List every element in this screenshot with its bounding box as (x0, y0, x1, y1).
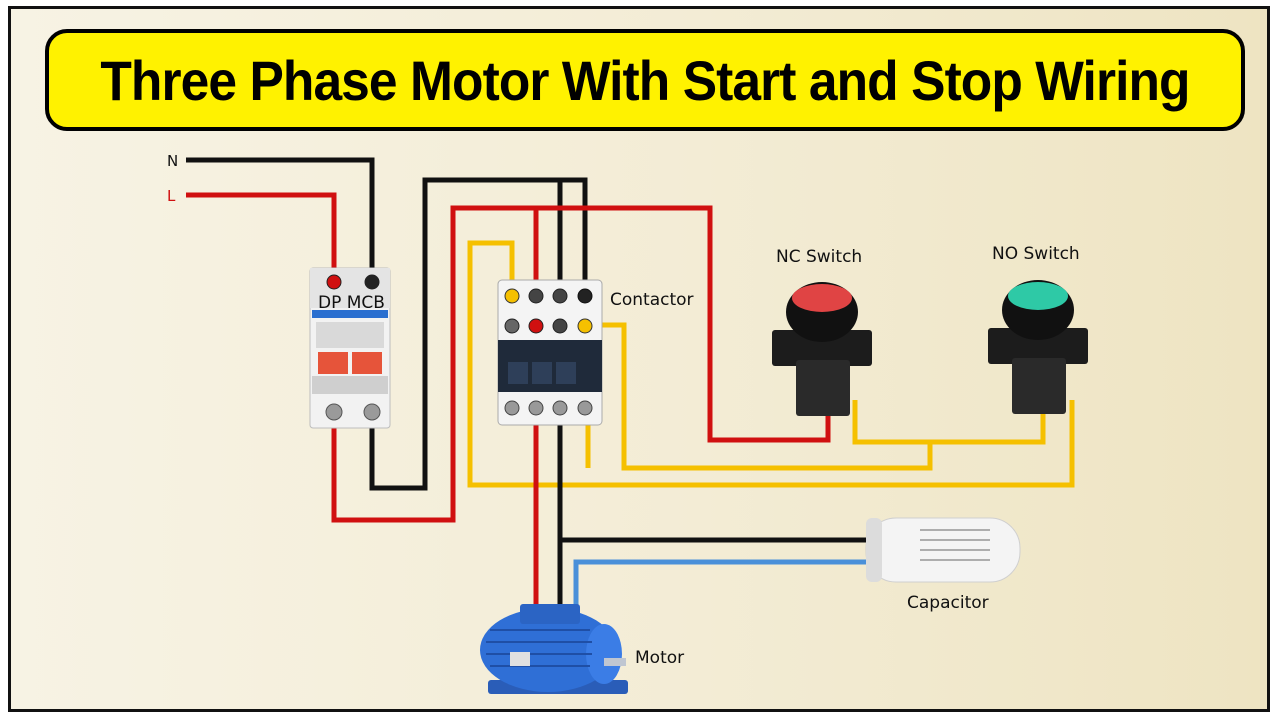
wire-capacitor-blue (573, 559, 868, 612)
contactor-label: Contactor (610, 290, 694, 310)
dp-mcb: DP MCB (309, 267, 391, 429)
mcb-label: DP MCB (318, 293, 385, 313)
title-banner: Three Phase Motor With Start and Stop Wi… (45, 29, 1245, 131)
nc-switch: NC Switch (772, 247, 872, 416)
neutral-label: N (167, 152, 178, 170)
wire-control-hold (588, 322, 933, 471)
capacitor: Capacitor (865, 517, 1021, 613)
live-label: L (167, 187, 176, 205)
wire-neutral-in (186, 157, 375, 282)
wire-control-a1 (467, 240, 1075, 488)
contactor: Contactor (497, 279, 694, 426)
wire-neutral-mcb-to-contactor (369, 177, 588, 491)
motor: Motor (480, 604, 684, 694)
wire-live-in (186, 192, 337, 282)
no-switch-label: NO Switch (992, 244, 1080, 264)
page-title: Three Phase Motor With Start and Stop Wi… (100, 48, 1190, 112)
no-switch: NO Switch (988, 244, 1088, 414)
nc-switch-label: NC Switch (776, 247, 862, 267)
wire-live-mcb-to-contactor (331, 205, 831, 523)
capacitor-label: Capacitor (907, 593, 989, 613)
motor-label: Motor (635, 648, 684, 668)
